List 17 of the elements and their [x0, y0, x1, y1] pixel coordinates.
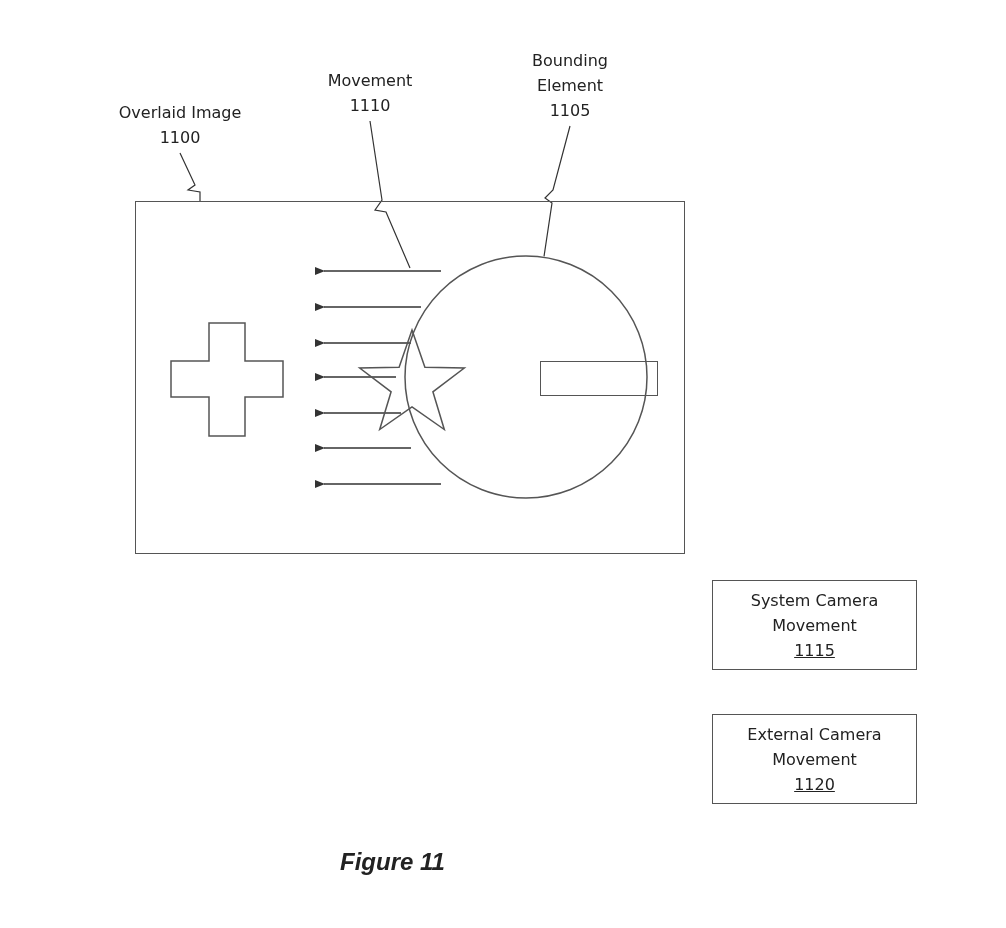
leader-line	[369, 120, 411, 269]
label-box	[712, 714, 917, 804]
bar-shape	[540, 361, 658, 396]
callout-label: Overlaid Image 1100	[117, 102, 243, 149]
bounding-circle	[404, 255, 648, 499]
cross-shape	[171, 323, 283, 436]
label-box	[712, 580, 917, 670]
label-text: System Camera Movement	[749, 589, 880, 637]
reference-number: 1115	[794, 639, 835, 662]
callout-label: Movement 1110	[326, 70, 414, 117]
leader-line	[179, 152, 201, 202]
reference-number: 1120	[794, 773, 835, 796]
callout-label: Bounding Element 1105	[531, 50, 609, 122]
figure-caption: Figure 11	[340, 848, 445, 876]
image-frame	[135, 201, 685, 554]
label-text: External Camera Movement	[746, 723, 883, 771]
leader-line	[543, 125, 571, 257]
